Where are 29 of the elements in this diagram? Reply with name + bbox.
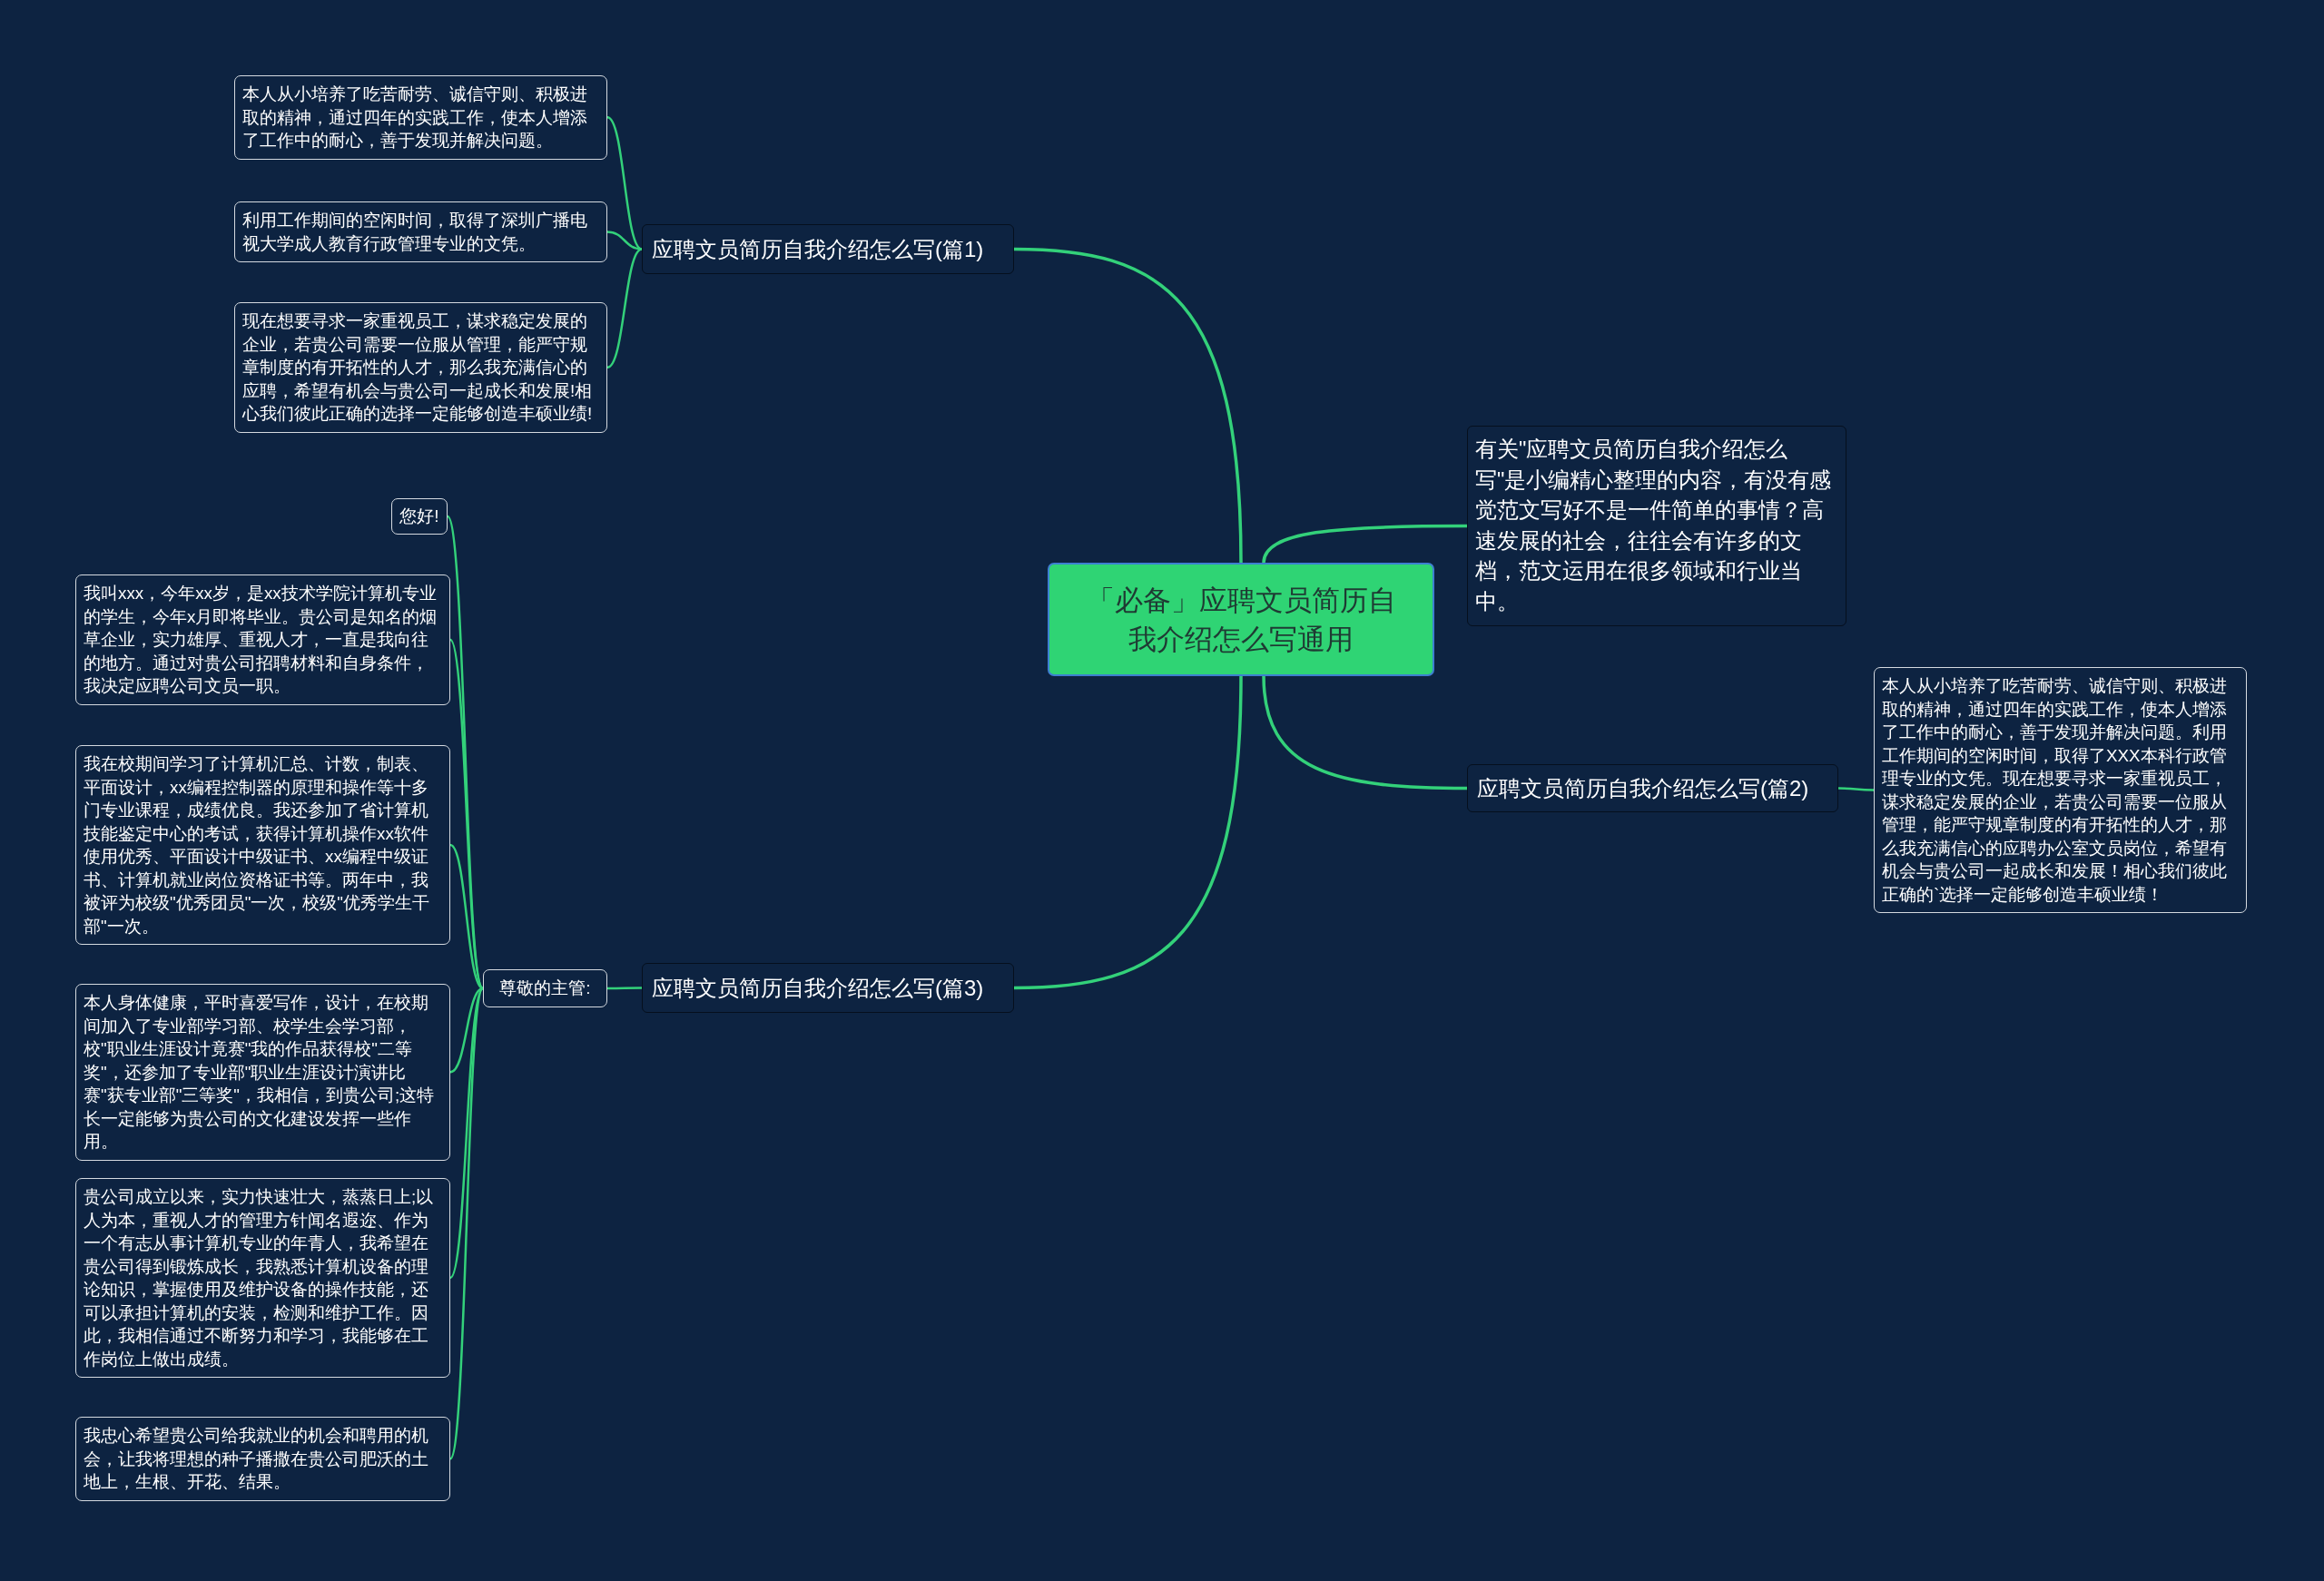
connector-line: [1262, 675, 1468, 790]
connector-line: [449, 844, 484, 989]
text-box: 本人身体健康，平时喜爱写作，设计，在校期间加入了专业部学习部、校学生会学习部，校"职业生涯设计竟赛"我的作品获得校"二等奖"，还参加了专业部"职业生涯设计演讲比赛"获专业部"三等奖"，我相信，到贵公司;这特长一定能够为贵公司的文化建设发挥一些作用。: [75, 984, 450, 1161]
topic-box: 应聘文员简历自我介绍怎么写(篇3): [642, 963, 1014, 1013]
connector-line: [448, 987, 485, 1459]
text-box: 我忠心希望贵公司给我就业的机会和聘用的机会，让我将理想的种子播撒在贵公司肥沃的土地上，生根、开花、结果。: [75, 1417, 450, 1501]
connector-line: [606, 248, 643, 368]
connector-line: [1013, 675, 1243, 990]
connector-line: [448, 987, 485, 1279]
connector-line: [1262, 524, 1467, 564]
text-box: 现在想要寻求一家重视员工，谋求稳定发展的企业，若贵公司需要一位服从管理，能严守规章制度的有开拓性的人才，那么我充满信心的应聘，希望有机会与贵公司一起成长和发展!相心我们彼此正确的选择一定能够创造丰硕业绩!: [234, 302, 607, 433]
text-box: 本人从小培养了吃苦耐劳、诚信守则、积极进取的精神，通过四年的实践工作，使本人增添了工作中的耐心，善于发现并解决问题。利用工作期间的空闲时间，取得了XXX本科行政管理专业的文凭。现在想要寻求一家重视员工，谋求稳定发展的企业，若贵公司需要一位服从管理，能严守规章制度的有开拓性的人才，那么我充满信心的应聘办公室文员岗位，希望有机会与贵公司一起成长和发展！相心我们彼此正确的`选择一定能够创造丰硕业绩！: [1874, 667, 2247, 913]
central-topic-box: 「必备」应聘文员简历自我介绍怎么写通用: [1048, 563, 1434, 676]
topic-box: 应聘文员简历自我介绍怎么写(篇2): [1467, 764, 1838, 812]
text-box: 尊敬的主管:: [483, 969, 607, 1007]
text-box: 贵公司成立以来，实力快速壮大，蒸蒸日上;以人为本，重视人才的管理方针闻名遐迩、作为一个有志从事计算机专业的年青人，我希望在贵公司得到锻炼成长，我熟悉计算机设备的理论知识，掌握使用及维护设备的操作技能，还可以承担计算机的安装，检测和维护工作。因此，我相信通过不断努力和学习，我能够在工作岗位上做出成绩。: [75, 1178, 450, 1378]
text-box: 本人从小培养了吃苦耐劳、诚信守则、积极进取的精神，通过四年的实践工作，使本人增添了工作中的耐心，善于发现并解决问题。: [234, 75, 607, 160]
connector-line: [448, 639, 485, 989]
connector-line: [606, 116, 643, 250]
text-box: 您好!: [391, 498, 448, 535]
text-box: 我在校期间学习了计算机汇总、计数，制表、平面设计，xx编程控制器的原理和操作等十多门专业课程，成绩优良。我还参加了省计算机技能鉴定中心的考试，获得计算机操作xx软件使用优秀、平面设计中级证书、xx编程中级证书、计算机就业岗位资格证书等。两年中，我被评为校级"优秀团员"一次，校级"优秀学生干部"一次。: [75, 745, 450, 945]
text-box: 我叫xxx，今年xx岁，是xx技术学院计算机专业的学生，今年x月即将毕业。贵公司是知名的烟草企业，实力雄厚、重视人才，一直是我向往的地方。通过对贵公司招聘材料和自身条件，我决定应聘公司文员一职。: [75, 574, 450, 705]
text-box: 有关"应聘文员简历自我介绍怎么写"是小编精心整理的内容，有没有感觉范文写好不是一件简单的事情？高速发展的社会，往往会有许多的文档，范文运用在很多领域和行业当中。: [1467, 426, 1846, 626]
connector-line: [607, 987, 642, 990]
connector-line: [1838, 787, 1874, 791]
connector-line: [449, 987, 484, 1074]
topic-box: 应聘文员简历自我介绍怎么写(篇1): [642, 224, 1014, 274]
connector-line: [1013, 247, 1243, 564]
text-box: 利用工作期间的空闲时间，取得了深圳广播电视大学成人教育行政管理专业的文凭。: [234, 201, 607, 262]
